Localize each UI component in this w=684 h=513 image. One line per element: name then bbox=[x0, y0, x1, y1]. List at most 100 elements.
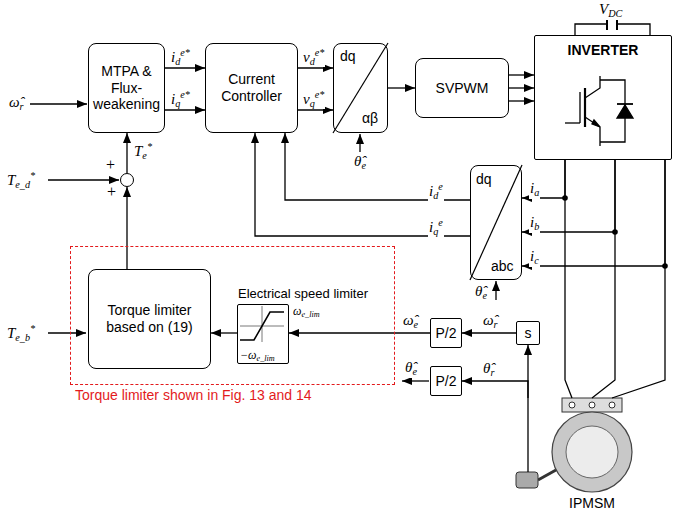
saturation-curve bbox=[240, 312, 284, 340]
superscript: e bbox=[438, 217, 443, 228]
connector bbox=[509, 74, 534, 75]
connector bbox=[289, 332, 430, 333]
connector bbox=[165, 67, 205, 68]
capacitor-plate bbox=[606, 18, 608, 30]
gain-box: P/2 bbox=[430, 366, 462, 396]
input-arrows bbox=[30, 104, 496, 381]
voltage-label: VDC bbox=[598, 1, 623, 20]
signal-name: vqe* bbox=[302, 89, 325, 109]
superscript: * bbox=[30, 323, 35, 334]
connector bbox=[298, 109, 333, 110]
subscript: e_lim bbox=[301, 310, 319, 319]
signal-name: iqe* bbox=[170, 89, 191, 109]
node-text: Electrical speed limiter bbox=[238, 286, 368, 302]
summing-junction: ++ bbox=[120, 173, 134, 187]
node-text: IPMSM bbox=[512, 495, 672, 512]
signal-name: ω̂r bbox=[482, 312, 499, 331]
node-text: dq bbox=[340, 48, 356, 65]
torque-input-arrow bbox=[48, 332, 86, 333]
signal-name: ω̂r bbox=[8, 94, 25, 113]
signal-name: Te_b* bbox=[6, 323, 36, 343]
node-text: P/2 bbox=[435, 373, 456, 390]
connector bbox=[522, 160, 665, 266]
gate-plate bbox=[579, 92, 580, 123]
connector bbox=[165, 109, 205, 110]
superscript: * bbox=[30, 170, 35, 181]
signal-name: ide bbox=[428, 181, 444, 201]
dc-wire bbox=[617, 24, 650, 35]
terminal bbox=[609, 402, 615, 408]
limiter-box: Electrical speed limiterωe_lim−ωe_lim bbox=[237, 304, 289, 364]
node-text: Current Controller bbox=[209, 71, 294, 105]
signal-name: ia bbox=[529, 180, 540, 199]
motor-illustration bbox=[516, 398, 632, 492]
subscript: e_lim bbox=[257, 354, 275, 363]
signal-name: ic bbox=[529, 248, 540, 267]
rotor bbox=[566, 426, 618, 478]
emitter-arrow bbox=[592, 120, 600, 127]
node-text: dq bbox=[476, 171, 492, 188]
superscript: e* bbox=[315, 47, 325, 58]
dc-wire bbox=[575, 24, 607, 35]
subscript: c bbox=[534, 255, 539, 266]
node-text: abc bbox=[491, 258, 514, 275]
subscript: q bbox=[310, 98, 315, 109]
subscript: e bbox=[142, 150, 147, 161]
igbt-symbol bbox=[565, 76, 633, 146]
process-box: Torque limiter based on (19) bbox=[88, 269, 211, 369]
signal-name: vde* bbox=[302, 47, 325, 67]
connector bbox=[285, 133, 470, 200]
transform-box: dq abc bbox=[470, 165, 522, 280]
angle-input-arrow bbox=[495, 281, 496, 300]
subscript: DC bbox=[608, 8, 622, 19]
node-text: SVPWM bbox=[436, 80, 489, 97]
process-box: SVPWM bbox=[415, 58, 509, 118]
transform-diagonals bbox=[333, 43, 522, 280]
transform-box: dq αβ bbox=[333, 43, 388, 133]
gate-lead bbox=[565, 122, 580, 123]
subscript: b bbox=[534, 221, 539, 232]
diagonal-line bbox=[470, 165, 522, 280]
connector bbox=[509, 100, 534, 101]
node-text: + bbox=[106, 155, 115, 174]
signal-name: ide* bbox=[170, 47, 191, 67]
subscript: e bbox=[414, 319, 419, 330]
diode-bar bbox=[617, 103, 633, 105]
node-text: MTPA & Flux-weakening bbox=[92, 63, 161, 113]
capacitor-plate bbox=[616, 18, 618, 30]
collector bbox=[585, 76, 600, 98]
superscript: e* bbox=[180, 89, 190, 100]
connector bbox=[388, 87, 415, 88]
superscript: e* bbox=[315, 89, 325, 100]
superscript: e bbox=[438, 181, 443, 192]
connector bbox=[462, 332, 516, 333]
subscript: d bbox=[310, 56, 315, 67]
subscript: r bbox=[490, 367, 494, 378]
terminal-box bbox=[562, 398, 622, 412]
speed-input-arrow bbox=[30, 103, 87, 104]
terminal bbox=[569, 402, 575, 408]
superscript: e* bbox=[180, 47, 190, 58]
signal-name: θ̂e bbox=[404, 359, 418, 378]
subscript: d bbox=[433, 190, 438, 201]
node-text: P/2 bbox=[435, 325, 456, 342]
node-text: αβ bbox=[362, 110, 378, 127]
signal-name: θ̂e bbox=[353, 153, 367, 172]
node-text: Torque limiter shown in Fig. 13 and 14 bbox=[75, 387, 312, 404]
connector bbox=[298, 67, 333, 68]
subscript: e bbox=[482, 290, 487, 301]
node-text: −ωe_lim bbox=[240, 348, 275, 364]
connector bbox=[509, 87, 534, 88]
signal-name: iqe bbox=[428, 217, 444, 237]
signal-name: θ̂r bbox=[482, 360, 495, 379]
node-text: + bbox=[107, 182, 116, 201]
terminal bbox=[589, 402, 595, 408]
torque-input-arrow bbox=[48, 179, 119, 180]
stator bbox=[552, 412, 632, 492]
subscript: d bbox=[175, 56, 180, 67]
subscript: a bbox=[534, 187, 539, 198]
channel-bar bbox=[584, 88, 586, 127]
subscript: r bbox=[20, 101, 24, 112]
subscript: q bbox=[433, 226, 438, 237]
signal-name: ib bbox=[529, 214, 540, 233]
